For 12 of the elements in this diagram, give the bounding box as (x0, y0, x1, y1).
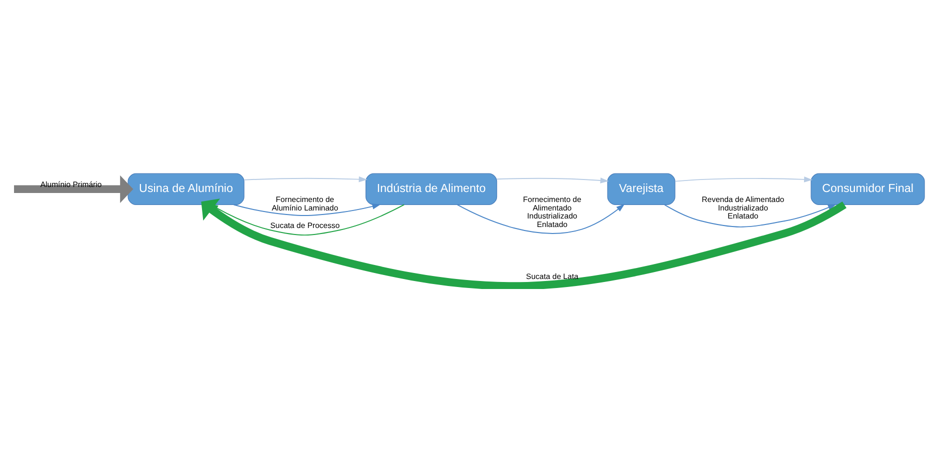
arrow (244, 176, 368, 182)
node-box: Consumidor Final (810, 173, 925, 206)
arrow (201, 198, 846, 289)
node-box: Usina de Alumínio (128, 173, 244, 206)
node-box: Indústria de Alimento (366, 173, 498, 206)
node-box: Varejista (607, 173, 676, 206)
arrow (674, 176, 813, 182)
arrow (233, 204, 381, 216)
arrow (456, 204, 625, 234)
arrow (496, 178, 609, 184)
arrow (14, 175, 134, 203)
arrow (664, 204, 836, 228)
